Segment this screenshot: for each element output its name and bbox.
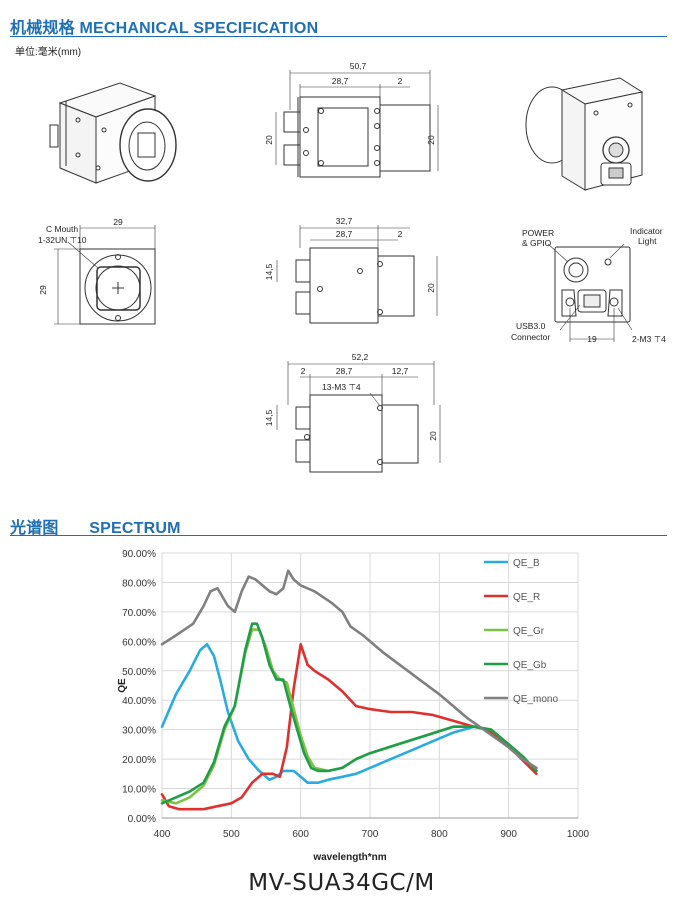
spectrum-title: 光谱图 SPECTRUM xyxy=(10,514,181,538)
unit-label: 单位:毫米(mm) xyxy=(15,47,82,58)
y-tick-label: 60.00% xyxy=(122,637,156,648)
y-tick-label: 90.00% xyxy=(122,549,156,560)
legend-label: QE_R xyxy=(513,592,540,603)
spectrum-chart: 0.00% 10.00% 20.00% 30.00% 40.00% 50.00% 60.00… xyxy=(117,549,590,863)
model-name: MV-SUA34GC/M xyxy=(248,870,435,896)
dim-bot-body: 28,7 xyxy=(336,366,353,376)
front-view xyxy=(54,225,156,325)
front-thread-label: 1-32UN ⊤10 xyxy=(38,235,87,245)
y-tick-label: 50.00% xyxy=(122,667,156,678)
dim-top-lip: 2 xyxy=(398,76,403,86)
x-tick-label: 700 xyxy=(362,829,379,840)
iso-back-view xyxy=(525,77,644,191)
back-gpio-label: & GPIO xyxy=(522,238,552,248)
legend-label: QE_mono xyxy=(513,694,558,705)
dim-top-right-height: 20 xyxy=(426,135,436,145)
legend-label: QE_Gb xyxy=(513,660,547,671)
x-tick-label: 800 xyxy=(431,829,448,840)
back-view xyxy=(547,243,633,342)
iso-front-view xyxy=(49,82,177,184)
dim-mid-lip: 2 xyxy=(398,229,403,239)
x-tick-label: 900 xyxy=(500,829,517,840)
side-view-bottom xyxy=(276,361,441,473)
spectrum-title-cn: 光谱图 xyxy=(10,520,59,537)
dim-top-body: 28,7 xyxy=(332,76,349,86)
front-mount-label: C Mouth xyxy=(46,224,78,234)
series-line-qe-b xyxy=(160,642,538,785)
series-line-qe-r xyxy=(160,642,538,811)
x-tick-label: 500 xyxy=(223,829,240,840)
back-light-label: Light xyxy=(638,236,657,246)
y-tick-label: 10.00% xyxy=(122,785,156,796)
front-width: 29 xyxy=(113,217,123,227)
back-usb-label: USB3.0 xyxy=(516,321,546,331)
legend-label: QE_B xyxy=(513,558,540,569)
dim-bot-right-height: 20 xyxy=(428,431,438,441)
dim-mid-right-height: 20 xyxy=(426,283,436,293)
mechanical-title: 机械规格 MECHANICAL SPECIFICATION xyxy=(10,20,319,37)
x-tick-label: 600 xyxy=(292,829,309,840)
back-width: 19 xyxy=(587,334,597,344)
spectrum-title-underline xyxy=(10,535,667,536)
series-line-qe-gb xyxy=(160,622,538,805)
dim-bot-lip: 2 xyxy=(301,366,306,376)
side-view-middle xyxy=(276,225,438,324)
side-view-top xyxy=(275,70,439,178)
back-connector-label: Connector xyxy=(511,332,550,342)
mechanical-title-underline xyxy=(10,36,667,37)
front-height: 29 xyxy=(38,285,48,295)
dim-bot-holes: 13-M3 ⊤4 xyxy=(322,382,361,392)
dim-mid-body: 28,7 xyxy=(336,229,353,239)
spectrum-title-en: SPECTRUM xyxy=(89,520,181,537)
x-tick-label: 400 xyxy=(154,829,171,840)
back-power-label: POWER xyxy=(522,228,554,238)
y-tick-label: 70.00% xyxy=(122,608,156,619)
dim-top-overall: 50,7 xyxy=(350,61,367,71)
dim-top-height: 20 xyxy=(264,135,274,145)
mechanical-drawings: 50,7 28,7 2 20 20 C Mouth 1-32UN ⊤10 29 … xyxy=(38,61,666,473)
dim-mid-overall: 32,7 xyxy=(336,216,353,226)
legend-label: QE_Gr xyxy=(513,626,545,637)
dim-bot-overall: 52,2 xyxy=(352,352,369,362)
y-tick-label: 40.00% xyxy=(122,696,156,707)
y-tick-label: 0.00% xyxy=(128,814,156,825)
dim-bot-tail: 12,7 xyxy=(392,366,409,376)
series-line-qe-gr xyxy=(160,628,538,805)
dim-bot-left-height: 14,5 xyxy=(264,409,274,426)
y-axis-label: QE xyxy=(117,678,128,693)
dim-mid-left-height: 14,5 xyxy=(264,263,274,280)
x-axis-label: wavelength*nm xyxy=(312,852,386,863)
x-tick-label: 1000 xyxy=(567,829,590,840)
series-line-qe-mono xyxy=(160,569,538,770)
y-tick-label: 20.00% xyxy=(122,755,156,766)
back-screw-label: 2-M3 ⊤4 xyxy=(632,334,666,344)
y-tick-label: 30.00% xyxy=(122,726,156,737)
back-indicator-label: Indicator xyxy=(630,226,663,236)
y-tick-label: 80.00% xyxy=(122,578,156,589)
